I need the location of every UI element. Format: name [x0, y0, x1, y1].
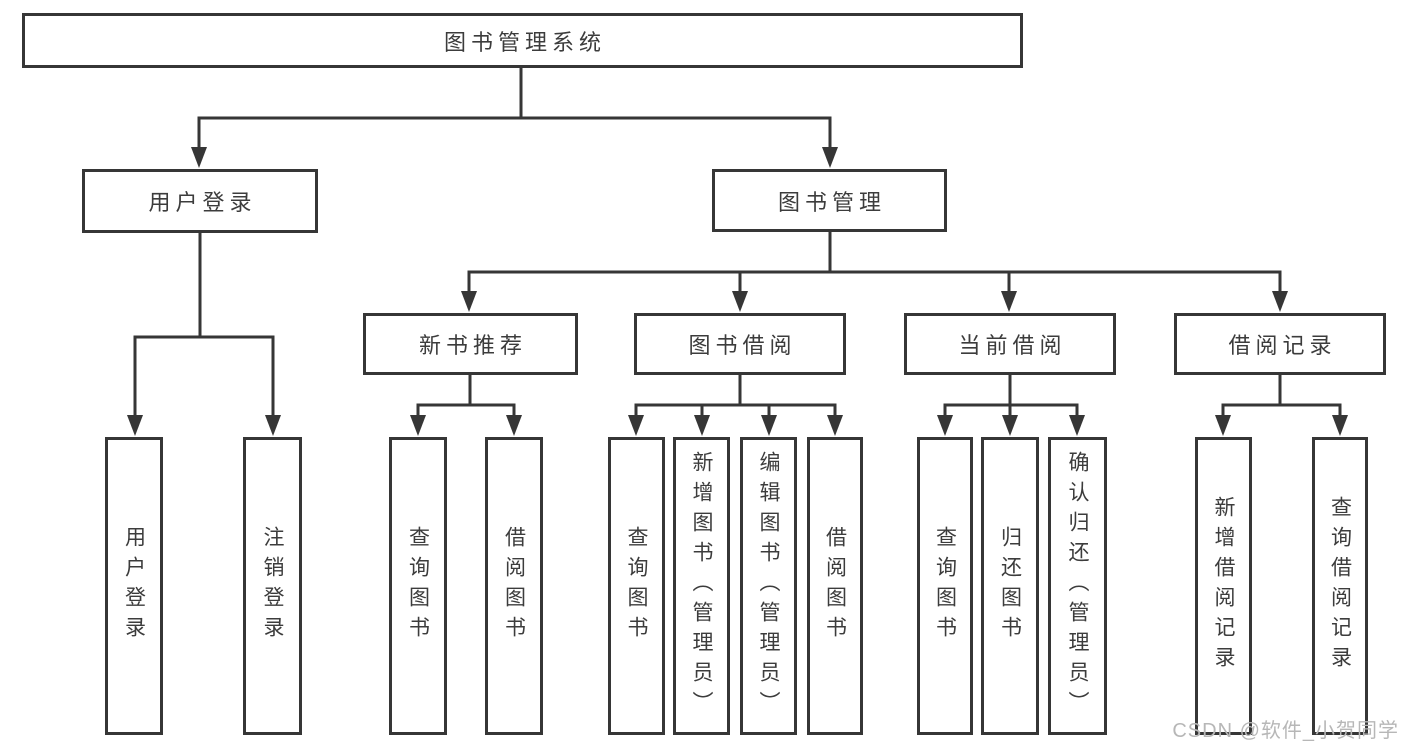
node-borrowing-records: 借阅记录	[1174, 313, 1386, 375]
arrowhead	[761, 415, 777, 436]
arrowhead	[827, 415, 843, 436]
arrowhead	[1069, 415, 1085, 436]
node-current-borrowing: 当前借阅	[904, 313, 1116, 375]
csdn-watermark: CSDN @软件_小贺同学	[1172, 720, 1399, 742]
arrowhead	[1002, 415, 1018, 436]
node-book-borrowing: 图书借阅	[634, 313, 846, 375]
leaf-logout: 注销登录	[243, 437, 302, 735]
arrowhead	[461, 291, 477, 312]
arrowhead	[822, 147, 838, 168]
node-user-login: 用户登录	[82, 169, 318, 233]
connector-edges	[133, 66, 1342, 420]
leaf-return-books: 归还图书	[981, 437, 1039, 735]
leaf-query-borrow-record: 查询借阅记录	[1312, 437, 1368, 735]
arrowhead	[127, 415, 143, 436]
arrowhead	[265, 415, 281, 436]
arrowhead	[628, 415, 644, 436]
arrowhead	[694, 415, 710, 436]
arrowhead	[506, 415, 522, 436]
node-new-book-recommendation: 新书推荐	[363, 313, 578, 375]
arrowhead	[191, 147, 207, 168]
leaf-confirm-return-admin: 确认归还（管理员）	[1048, 437, 1107, 735]
node-library-management-system: 图书管理系统	[22, 13, 1023, 68]
leaf-query-books: 查询图书	[389, 437, 447, 735]
leaf-query-books: 查询图书	[917, 437, 973, 735]
arrowhead	[1215, 415, 1231, 436]
arrowhead	[732, 291, 748, 312]
leaf-add-borrow-record: 新增借阅记录	[1195, 437, 1252, 735]
leaf-borrow-books: 借阅图书	[807, 437, 863, 735]
leaf-query-books: 查询图书	[608, 437, 665, 735]
arrowhead	[937, 415, 953, 436]
arrowhead	[1001, 291, 1017, 312]
arrowhead	[1272, 291, 1288, 312]
leaf-edit-books-admin: 编辑图书（管理员）	[740, 437, 797, 735]
leaf-user-login: 用户登录	[105, 437, 163, 735]
arrowhead	[410, 415, 426, 436]
arrowhead-group	[127, 147, 1348, 436]
leaf-borrow-books: 借阅图书	[485, 437, 543, 735]
leaf-add-books-admin: 新增图书（管理员）	[673, 437, 730, 735]
node-book-management: 图书管理	[712, 169, 947, 232]
arrowhead	[1332, 415, 1348, 436]
